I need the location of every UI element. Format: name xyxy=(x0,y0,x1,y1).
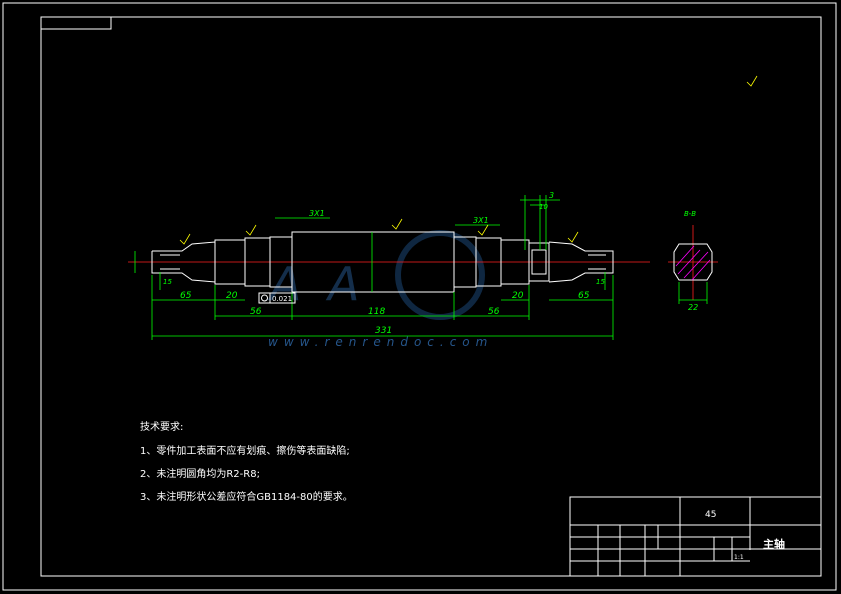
dimension-lines xyxy=(134,195,614,340)
drawing-number-box xyxy=(40,16,112,30)
watermark: A A www.renrendoc.com xyxy=(267,230,493,349)
dim-keyway-offset: 10 xyxy=(539,203,548,211)
section-view: B-B 22 xyxy=(668,210,718,312)
shaft-outline xyxy=(151,231,614,293)
tolerance-frame: 0.021 xyxy=(258,292,296,304)
dim-chamfer-right: 3X1 xyxy=(473,216,489,225)
dim-left-mid: 56 xyxy=(250,307,262,317)
title-block xyxy=(569,496,822,577)
note-item-3: 3、未注明形状公差应符合GB1184-80的要求。 xyxy=(140,490,353,503)
dim-right-end: 65 xyxy=(578,291,590,301)
dim-center: 118 xyxy=(368,307,385,317)
dim-left-step: 20 xyxy=(226,291,238,301)
title-part-name: 主轴 xyxy=(763,537,785,551)
inner-frame xyxy=(40,16,822,577)
svg-text:A A: A A xyxy=(267,257,366,311)
dim-chamfer-left: 3X1 xyxy=(309,209,325,218)
tolerance-value: 0.021 xyxy=(272,295,292,303)
dim-overall-length: 331 xyxy=(375,326,392,336)
section-label: B-B xyxy=(684,210,696,218)
title-scale-label: 45 xyxy=(705,510,716,520)
dim-left-end: 65 xyxy=(180,291,192,301)
dim-small-right: 15 xyxy=(596,278,605,286)
dim-section-width: 22 xyxy=(688,303,698,312)
note-item-2: 2、未注明圆角均为R2-R8; xyxy=(140,467,260,480)
roughness-marks xyxy=(179,75,758,245)
title-sheet-label: 1:1 xyxy=(734,554,744,561)
dim-small-left: 15 xyxy=(163,278,172,286)
dim-keyway-width: 3 xyxy=(549,191,554,200)
dim-right-step: 20 xyxy=(512,291,524,301)
note-item-1: 1、零件加工表面不应有划痕、擦伤等表面缺陷; xyxy=(140,444,350,457)
dim-right-mid: 56 xyxy=(488,307,500,317)
notes-heading: 技术要求: xyxy=(140,420,183,433)
watermark-url: www.renrendoc.com xyxy=(268,335,493,349)
